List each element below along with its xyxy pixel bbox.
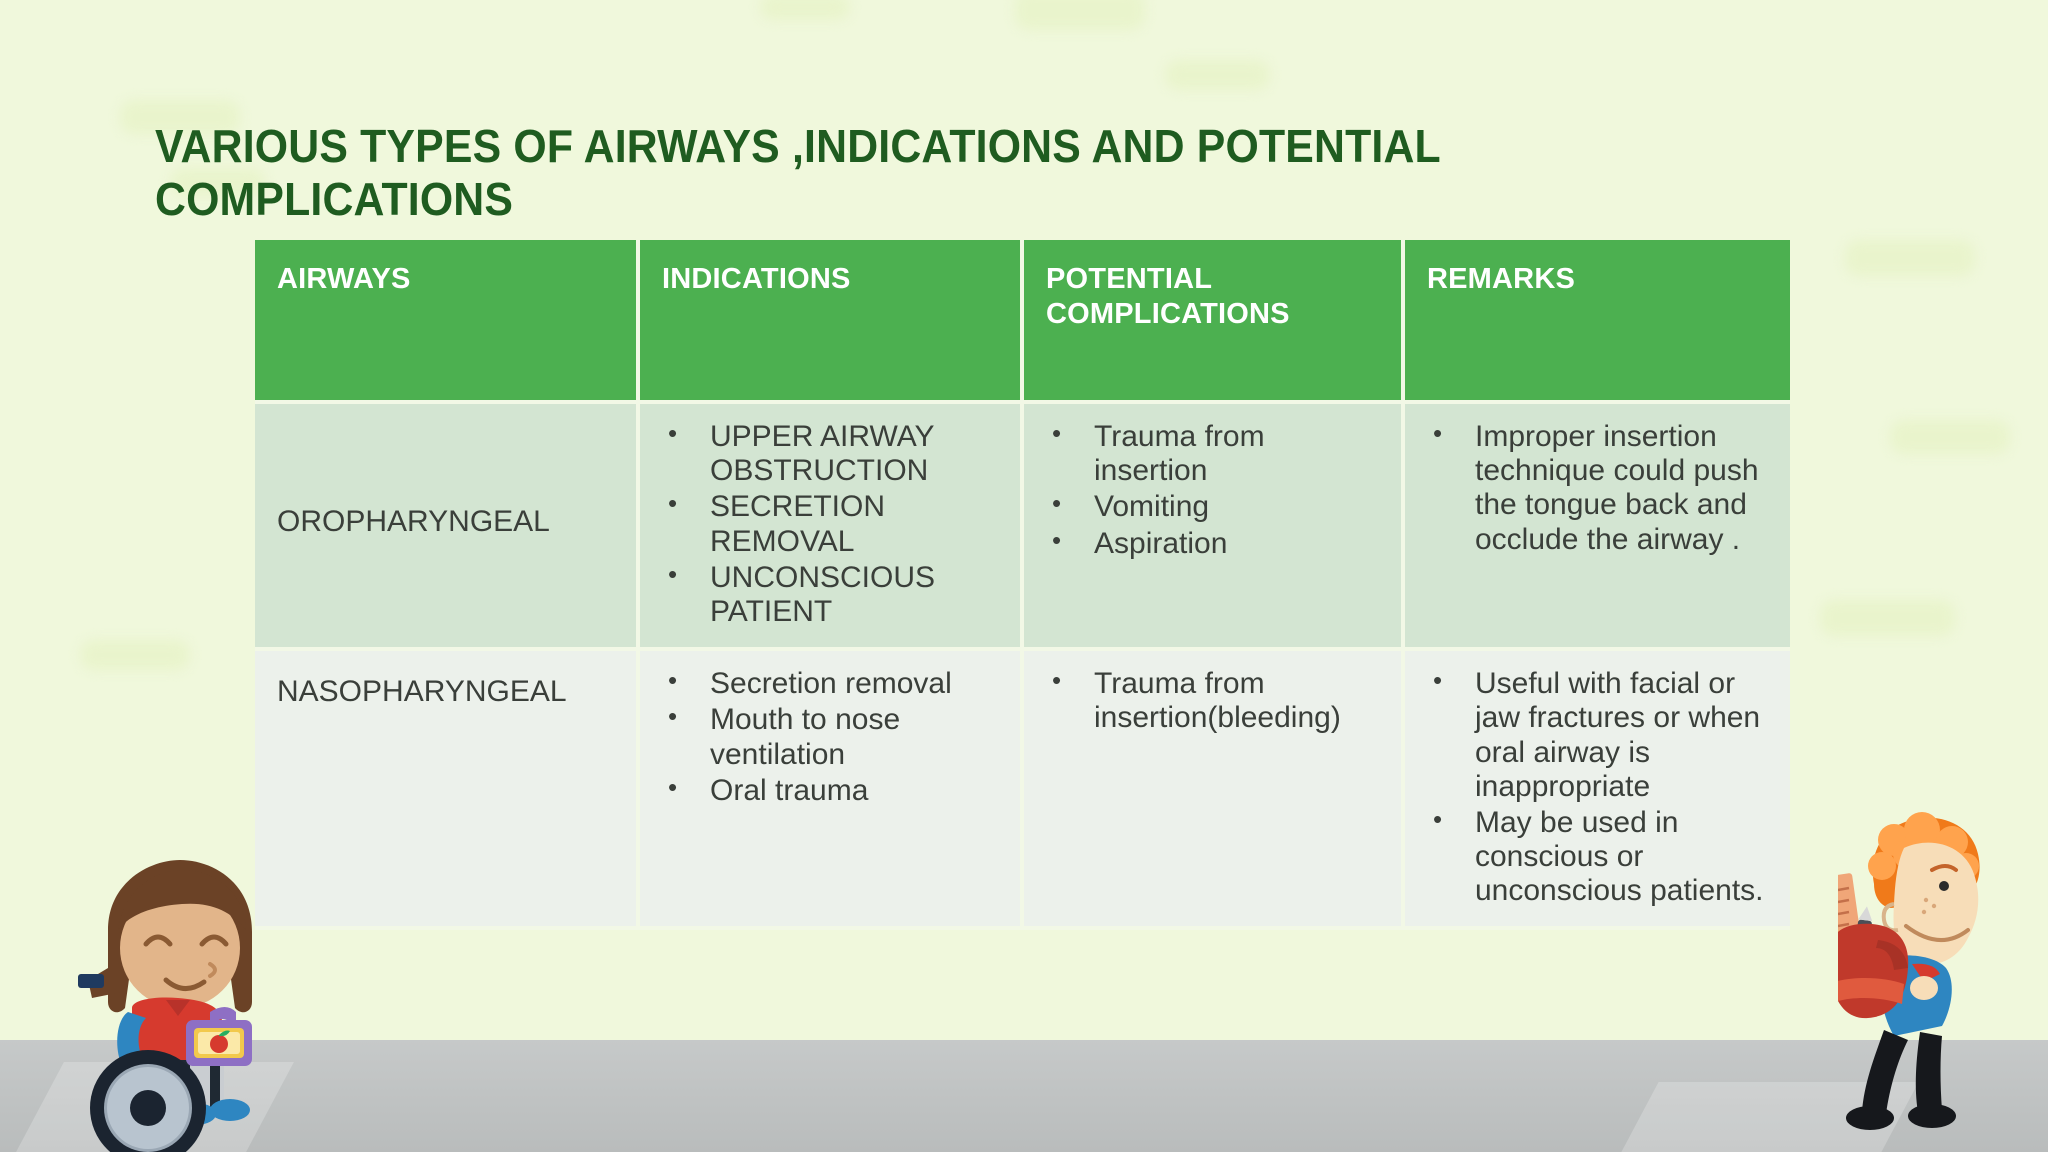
list-item: UPPER AIRWAY OBSTRUCTION	[662, 419, 1004, 488]
list-item: SECRETION REMOVAL	[662, 489, 1004, 558]
cell-remarks: Improper insertion technique could push …	[1405, 404, 1790, 652]
list-item: Useful with facial or jaw fractures or w…	[1427, 666, 1774, 804]
cell-remarks: Useful with facial or jaw fractures or w…	[1405, 651, 1790, 931]
column-header-remarks: REMARKS	[1405, 240, 1790, 404]
list-item: Trauma from insertion	[1046, 419, 1385, 488]
background-blob	[1845, 240, 1975, 276]
cell-airway-name: NASOPHARYNGEAL	[255, 651, 640, 931]
background-blob	[1165, 60, 1270, 90]
table-row: OROPHARYNGEAL UPPER AIRWAY OBSTRUCTION S…	[255, 404, 1790, 652]
cell-airway-name: OROPHARYNGEAL	[255, 404, 640, 652]
cell-indications: Secretion removal Mouth to nose ventilat…	[640, 651, 1024, 931]
boy-with-backpack-illustration	[1838, 812, 1980, 1130]
list-item: Vomiting	[1046, 489, 1385, 524]
table-header-row: AIRWAYS INDICATIONS POTENTIAL COMPLICATI…	[255, 240, 1790, 404]
column-header-indications: INDICATIONS	[640, 240, 1024, 404]
list-item: Mouth to nose ventilation	[662, 702, 1004, 771]
indications-list: Secretion removal Mouth to nose ventilat…	[662, 666, 1004, 808]
remarks-list: Useful with facial or jaw fractures or w…	[1427, 666, 1774, 909]
list-item: Aspiration	[1046, 526, 1385, 561]
complications-list: Trauma from insertion Vomiting Aspiratio…	[1046, 419, 1385, 561]
girl-in-wheelchair-illustration	[78, 860, 252, 1152]
background-blob	[1820, 600, 1955, 636]
list-item: Secretion removal	[662, 666, 1004, 701]
list-item: May be used in conscious or unconscious …	[1427, 805, 1774, 909]
airways-table: AIRWAYS INDICATIONS POTENTIAL COMPLICATI…	[255, 240, 1790, 931]
cell-indications: UPPER AIRWAY OBSTRUCTION SECRETION REMOV…	[640, 404, 1024, 652]
list-item: Improper insertion technique could push …	[1427, 419, 1774, 557]
list-item: Oral trauma	[662, 773, 1004, 808]
list-item: UNCONSCIOUS PATIENT	[662, 560, 1004, 629]
background-blob	[760, 0, 850, 20]
column-header-airways: AIRWAYS	[255, 240, 640, 404]
background-blob	[1890, 420, 2010, 454]
complications-list: Trauma from insertion(bleeding)	[1046, 666, 1385, 735]
cell-complications: Trauma from insertion(bleeding)	[1024, 651, 1405, 931]
column-header-complications: POTENTIAL COMPLICATIONS	[1024, 240, 1405, 404]
background-blob	[80, 640, 190, 670]
cell-complications: Trauma from insertion Vomiting Aspiratio…	[1024, 404, 1405, 652]
table-row: NASOPHARYNGEAL Secretion removal Mouth t…	[255, 651, 1790, 931]
ground-strip	[0, 1040, 2048, 1152]
indications-list: UPPER AIRWAY OBSTRUCTION SECRETION REMOV…	[662, 419, 1004, 629]
page-title: VARIOUS TYPES OF AIRWAYS ,INDICATIONS AN…	[155, 120, 1441, 226]
remarks-list: Improper insertion technique could push …	[1427, 419, 1774, 557]
background-blob	[1015, 0, 1145, 30]
list-item: Trauma from insertion(bleeding)	[1046, 666, 1385, 735]
